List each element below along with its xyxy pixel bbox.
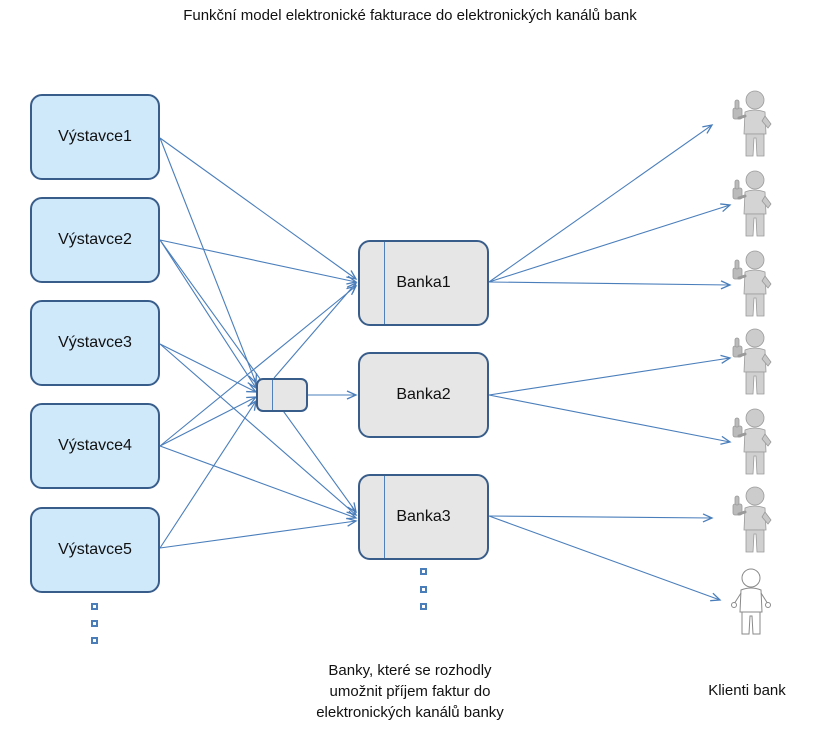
bank-label: Banka3 <box>396 508 451 525</box>
clients-caption: Klienti bank <box>708 682 786 699</box>
arrow-vystavce4-banka3 <box>159 445 358 520</box>
issuer-box-5: Výstavce5 <box>30 507 160 593</box>
routing-hub-box <box>256 378 308 412</box>
arrow-vystavce2-hub <box>159 239 257 390</box>
arrow-banka1-client1 <box>488 124 714 283</box>
client-thumbs-up-icon <box>732 486 772 553</box>
issuer-box-4: Výstavce4 <box>30 403 160 489</box>
issuer-label: Výstavce5 <box>58 541 132 558</box>
bank-box-3: Banka3 <box>358 474 489 560</box>
issuer-box-3: Výstavce3 <box>30 300 160 386</box>
arrow-vystavce3-banka3 <box>159 343 358 517</box>
issuer-label: Výstavce2 <box>58 231 132 248</box>
banks-caption: Banky, které se rozhodly umožnit příjem … <box>280 660 540 723</box>
arrow-hub-banka1 <box>273 281 358 379</box>
issuer-label: Výstavce3 <box>58 334 132 351</box>
issuer-label: Výstavce4 <box>58 437 132 454</box>
arrow-vystavce2-banka1 <box>159 239 358 285</box>
client-thumbs-up-icon <box>732 170 772 237</box>
arrow-vystavce3-hub <box>159 343 258 393</box>
client-thumbs-up-icon <box>732 90 772 157</box>
arrow-vystavce1-hub <box>159 137 258 385</box>
arrow-vystavce2-banka3 <box>159 239 357 514</box>
arrow-vystavce5-hub <box>159 399 257 549</box>
client-white-person-icon <box>731 568 771 635</box>
bank-label: Banka1 <box>396 274 451 291</box>
issuer-box-2: Výstavce2 <box>30 197 160 283</box>
diagram-title: Funkční model elektronické fakturace do … <box>183 7 637 24</box>
arrow-vystavce1-banka1 <box>159 137 358 280</box>
issuer-label: Výstavce1 <box>58 128 132 145</box>
bank-box-1: Banka1 <box>358 240 489 326</box>
bank-box-2: Banka2 <box>358 352 489 438</box>
arrow-vystavce4-hub <box>159 396 258 447</box>
banks-caption-line: umožnit příjem faktur do <box>329 683 491 700</box>
arrow-vystavce4-banka1 <box>159 284 358 447</box>
arrow-banka2-client5 <box>488 394 732 445</box>
arrow-banka1-client2 <box>488 203 732 283</box>
banks-caption-line: Banky, které se rozhodly <box>328 662 492 679</box>
client-thumbs-up-icon <box>732 408 772 475</box>
arrow-vystavce5-banka3 <box>159 517 358 549</box>
issuer-box-1: Výstavce1 <box>30 94 160 180</box>
arrow-banka1-client3 <box>488 280 732 290</box>
arrow-banka3-client7 <box>488 515 722 602</box>
client-thumbs-up-icon <box>732 328 772 395</box>
arrow-banka2-client4 <box>488 354 732 396</box>
client-thumbs-up-icon <box>732 250 772 317</box>
arrow-banka3-client6 <box>488 513 714 523</box>
banks-caption-line: elektronických kanálů banky <box>316 704 504 721</box>
bank-label: Banka2 <box>396 386 451 403</box>
